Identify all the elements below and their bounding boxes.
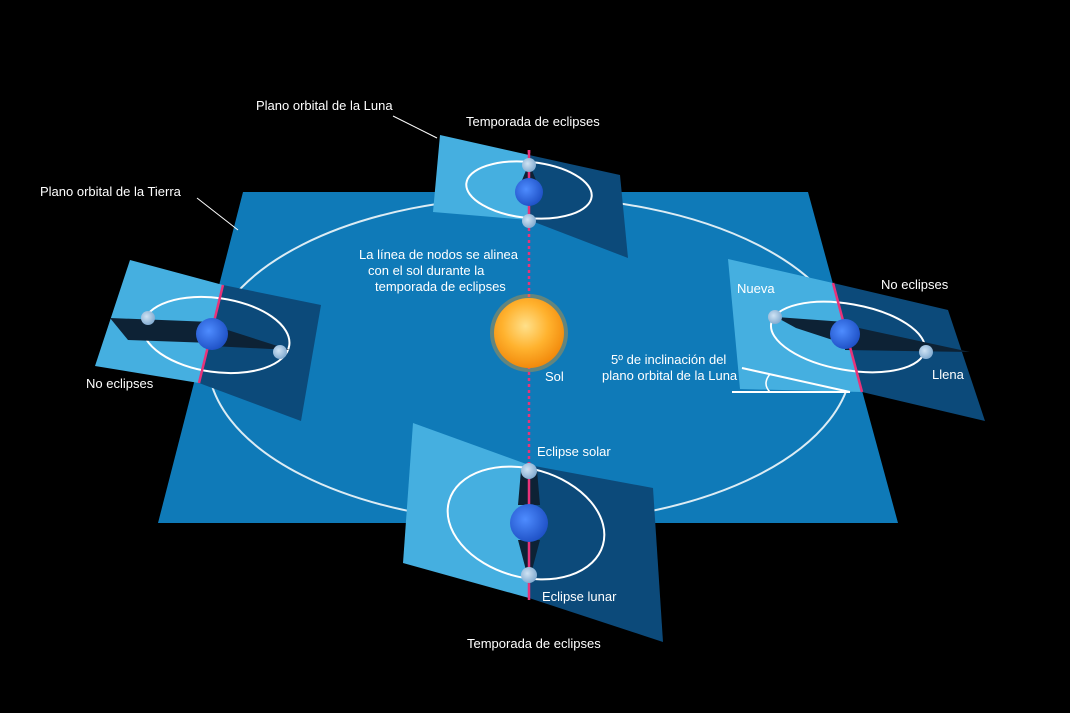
earth-icon	[515, 178, 543, 206]
moon-plane-bottom	[403, 423, 663, 642]
earth-icon	[830, 319, 860, 349]
nodes-text-line-2: con el sol durante la	[368, 263, 485, 278]
moon-icon	[768, 310, 782, 324]
eclipse-season-top-label: Temporada de eclipses	[466, 114, 600, 129]
nodes-text-line-1: La línea de nodos se alinea	[359, 247, 519, 262]
moon-icon	[521, 567, 537, 583]
moon-plane-left	[95, 260, 321, 421]
moon-icon	[919, 345, 933, 359]
earth-plane-label: Plano orbital de la Tierra	[40, 184, 182, 199]
leader-earth-plane	[196, 197, 239, 231]
moon-icon	[273, 345, 287, 359]
solar-eclipse-label: Eclipse solar	[537, 444, 611, 459]
lunar-eclipse-label: Eclipse lunar	[542, 589, 617, 604]
earth-icon	[510, 504, 548, 542]
no-eclipses-left-label: No eclipses	[86, 376, 154, 391]
new-moon-label: Nueva	[737, 281, 775, 296]
full-moon-label: Llena	[932, 367, 965, 382]
moon-icon	[522, 214, 536, 228]
tilt-label-line-1: 5º de inclinación del	[611, 352, 726, 367]
eclipse-season-bottom-label: Temporada de eclipses	[467, 636, 601, 651]
moon-icon	[521, 463, 537, 479]
no-eclipses-right-label: No eclipses	[881, 277, 949, 292]
tilt-label-line-2: plano orbital de la Luna	[602, 368, 738, 383]
nodes-text-line-3: temporada de eclipses	[375, 279, 506, 294]
sun-label: Sol	[545, 369, 564, 384]
moon-plane-top	[433, 135, 628, 258]
earth-icon	[196, 318, 228, 350]
moon-icon	[141, 311, 155, 325]
moon-icon	[522, 158, 536, 172]
moon-plane-label: Plano orbital de la Luna	[256, 98, 393, 113]
leader-moon-plane	[392, 115, 438, 139]
sun-icon	[490, 294, 568, 372]
moon-plane-right	[728, 259, 985, 421]
